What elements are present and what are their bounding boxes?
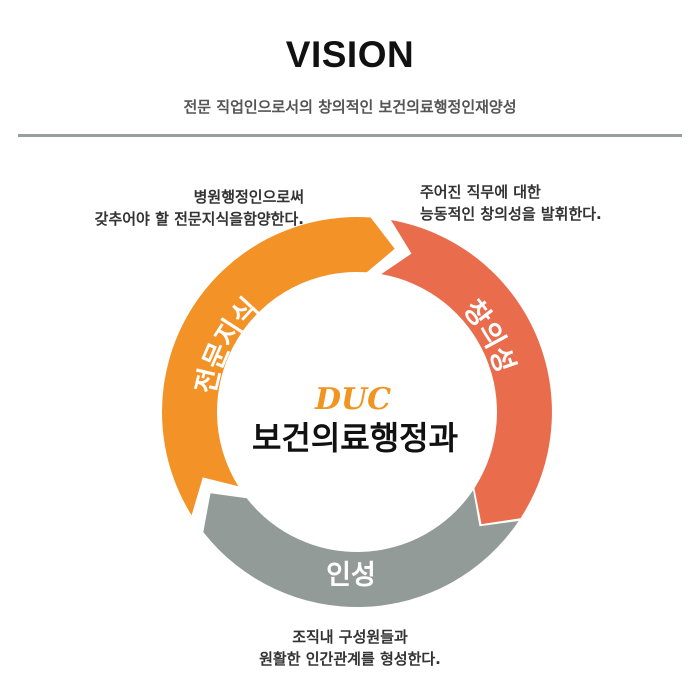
segment-expertise-arrow — [162, 217, 395, 516]
description-character-line-1: 조직내 구성원들과 — [292, 628, 408, 646]
description-creativity: 주어진 직무에 대한 능동적인 창의성을 발휘한다. — [420, 181, 602, 225]
segment-character-label: 인성 — [326, 560, 376, 591]
duc-logo: DUC — [314, 382, 391, 417]
description-expertise-line-1: 병원행정인으로써 — [193, 188, 304, 206]
description-creativity-line-2: 능동적인 창의성을 발휘한다. — [420, 205, 602, 223]
department-name: 보건의료행정과 — [252, 419, 458, 457]
divider — [18, 134, 682, 137]
description-expertise: 병원행정인으로써 갖추어야 할 전문지식을함양한다. — [95, 186, 304, 230]
description-expertise-line-2: 갖추어야 할 전문지식을함양한다. — [94, 210, 304, 228]
segment-creativity-arrow — [381, 220, 552, 525]
description-character-line-2: 원활한 인간관계를 형성한다. — [259, 650, 441, 668]
page-subtitle: 전문 직업인으로서의 창의적인 보건의료행정인재양성 — [183, 98, 517, 116]
page-title: VISION — [285, 34, 415, 75]
segment-character-arrow — [203, 490, 519, 608]
description-creativity-line-1: 주어진 직무에 대한 — [420, 183, 541, 201]
description-character: 조직내 구성원들과 원활한 인간관계를 형성한다. — [0, 626, 700, 670]
